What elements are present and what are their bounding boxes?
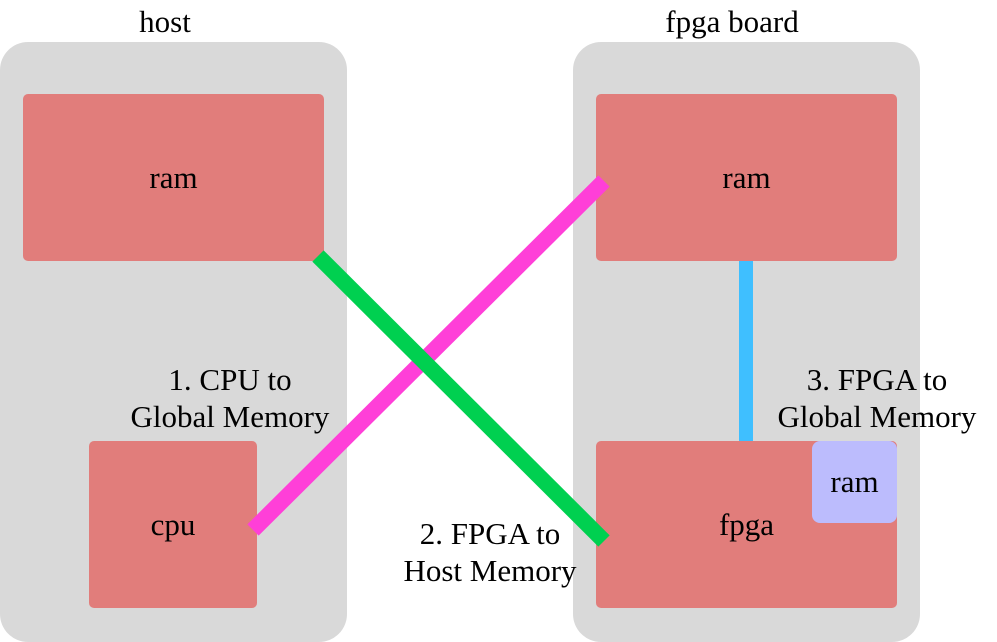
host-ram-box: ram xyxy=(23,94,324,261)
host-cpu-box: cpu xyxy=(89,441,257,608)
host-ram-label: ram xyxy=(149,159,198,195)
caption-fpga-to-host-line2: Host Memory xyxy=(403,553,577,588)
host-title: host xyxy=(139,4,191,39)
host-cpu-label: cpu xyxy=(150,506,196,542)
fpga-board-title: fpga board xyxy=(665,4,799,39)
caption-fpga-to-global-line2: Global Memory xyxy=(777,399,977,434)
fpga-board-ram-box: ram xyxy=(596,94,897,261)
fpga-label: fpga xyxy=(718,506,775,542)
caption-fpga-to-global-line1: 3. FPGA to xyxy=(806,362,948,397)
caption-fpga-to-host-line1: 2. FPGA to xyxy=(419,516,561,551)
caption-fpga-to-host: 2. FPGA to Host Memory xyxy=(380,515,600,589)
fpga-onchip-ram-box: ram xyxy=(812,441,897,523)
fpga-onchip-ram-label: ram xyxy=(830,464,879,499)
fpga-to-host-link xyxy=(312,250,610,547)
caption-fpga-to-global: 3. FPGA to Global Memory xyxy=(757,361,997,435)
caption-cpu-to-global-line1: 1. CPU to xyxy=(168,362,292,397)
caption-cpu-to-global-line2: Global Memory xyxy=(130,399,330,434)
fpga-board-ram-label: ram xyxy=(722,159,771,195)
caption-cpu-to-global: 1. CPU to Global Memory xyxy=(100,361,360,435)
